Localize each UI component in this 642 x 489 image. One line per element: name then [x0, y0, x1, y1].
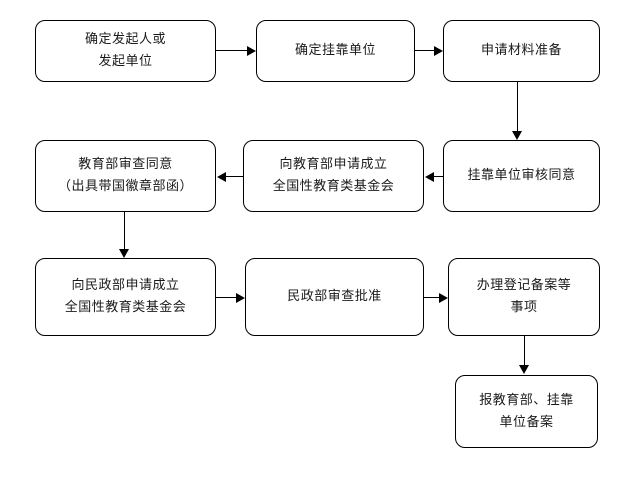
connector-arrow-8-head: [439, 293, 448, 303]
flow-node-5-line-2: 全国性教育类基金会: [272, 179, 395, 194]
connector-arrow-1-shaft: [216, 50, 248, 51]
flow-node-1[interactable]: 确定发起人或 发起单位: [35, 20, 216, 82]
connector-arrow-6-head: [119, 249, 129, 258]
connector-arrow-9-head: [519, 365, 529, 374]
flow-node-4[interactable]: 挂靠单位审核同意: [443, 140, 600, 212]
connector-arrow-6-shaft: [124, 212, 125, 250]
flow-node-10-line-2: 单位备案: [499, 414, 554, 430]
connector-arrow-2-head: [434, 46, 443, 56]
flow-node-2-line-1: 确定挂靠单位: [294, 43, 376, 58]
flow-node-2[interactable]: 确定挂靠单位: [256, 20, 415, 82]
flow-node-9-line-1: 办理登记备案等: [476, 278, 572, 293]
connector-arrow-4-shaft: [433, 176, 443, 177]
flow-node-3-line-1: 申请材料准备: [480, 43, 562, 58]
connector-arrow-2-shaft: [415, 50, 435, 51]
flow-node-9-line-2: 事项: [510, 300, 538, 315]
flow-node-4-line-1: 挂靠单位审核同意: [467, 168, 576, 183]
connector-arrow-7-head: [236, 293, 245, 303]
connector-arrow-9-shaft: [524, 336, 525, 366]
connector-arrow-8-shaft: [424, 297, 440, 298]
connector-arrow-5-head: [217, 172, 226, 182]
flow-node-10[interactable]: 报教育部、挂靠 单位备案: [455, 375, 598, 448]
connector-arrow-3-head: [512, 131, 522, 140]
connector-arrow-4-head: [425, 172, 434, 182]
flow-node-5[interactable]: 向教育部申请成立 全国性教育类基金会: [243, 140, 424, 212]
flow-node-1-line-1: 确定发起人或: [84, 32, 166, 47]
flow-node-8-line-1: 民政部审查批准: [287, 289, 382, 304]
flow-node-9[interactable]: 办理登记备案等 事项: [448, 258, 600, 336]
connector-arrow-5-shaft: [226, 176, 243, 177]
flow-node-7-line-1: 向民政部申请成立: [71, 278, 180, 293]
flow-node-1-line-2: 发起单位: [98, 54, 153, 69]
flow-node-7-line-2: 全国性教育类基金会: [64, 300, 187, 315]
connector-arrow-1-head: [247, 46, 256, 56]
flow-node-5-line-1: 向教育部申请成立: [279, 157, 388, 172]
flow-node-7[interactable]: 向民政部申请成立 全国性教育类基金会: [35, 258, 216, 336]
flow-node-6[interactable]: 教育部审查同意 （出具带国徽章部函）: [35, 140, 216, 212]
flow-node-10-line-1: 报教育部、挂靠: [479, 392, 574, 408]
flow-node-6-line-1: 教育部审查同意: [78, 157, 173, 172]
connector-arrow-7-shaft: [216, 297, 237, 298]
flow-node-8[interactable]: 民政部审查批准: [245, 258, 424, 336]
connector-arrow-3-shaft: [517, 82, 518, 132]
flow-node-6-line-2: （出具带国徽章部函）: [57, 179, 193, 194]
flow-node-3[interactable]: 申请材料准备: [443, 20, 600, 82]
